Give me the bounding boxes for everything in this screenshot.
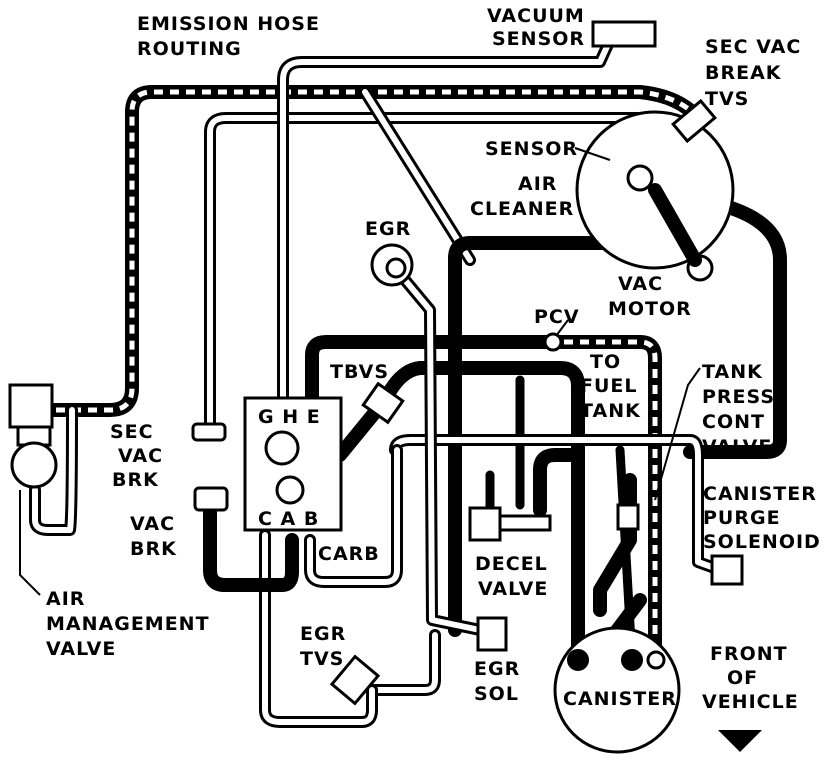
hose-carb-inner bbox=[307, 447, 400, 585]
hose-egr bbox=[399, 274, 486, 636]
hose-diagonal-inner bbox=[362, 89, 473, 263]
canister-purge-solenoid-part bbox=[710, 554, 744, 586]
canister-port-2 bbox=[621, 649, 643, 671]
air-mgmt-leader bbox=[19, 490, 41, 596]
sec-vac-brk-label-1: SEC bbox=[110, 421, 154, 443]
tank-press-leader bbox=[654, 367, 701, 501]
diagram-title-line2: ROUTING bbox=[137, 38, 242, 60]
tank-press-label-3: CONT bbox=[702, 411, 765, 433]
egr-label: EGR bbox=[365, 218, 411, 240]
egr-tvs-label-1: EGR bbox=[300, 623, 346, 645]
decel-valve-bar bbox=[498, 514, 552, 532]
hose-vac-brk bbox=[203, 503, 299, 592]
tank-press-label-1: TANK bbox=[702, 361, 763, 383]
air-cleaner-link bbox=[648, 183, 702, 267]
sec-vac-brk-label-3: BRK bbox=[112, 469, 159, 491]
ghe-label: G H E bbox=[258, 406, 321, 428]
canister-label: CANISTER bbox=[563, 688, 677, 710]
sensor-dot bbox=[626, 164, 654, 192]
air-management-label-3: VALVE bbox=[46, 638, 116, 660]
decel-valve-label-2: VALVE bbox=[478, 578, 548, 600]
hose-egr-tvs bbox=[369, 629, 441, 696]
sec-vac-brk-label-2: VAC bbox=[118, 445, 163, 467]
sec-vac-break-tvs-label-1: SEC VAC bbox=[705, 36, 801, 58]
canister-port-1 bbox=[567, 649, 589, 671]
hose-tbvs bbox=[333, 361, 585, 662]
vac-brk-label-1: VAC bbox=[130, 513, 175, 535]
hose-sec-vac-brk-inner bbox=[207, 115, 663, 435]
egr-sol-part bbox=[476, 616, 508, 652]
labels: EMISSION HOSE ROUTING VACUUM SENSOR SEC … bbox=[46, 5, 821, 713]
front-arrow-icon bbox=[718, 730, 762, 752]
vac-motor-label-1: VAC bbox=[618, 273, 663, 295]
canister-purge-label-1: CANISTER bbox=[703, 483, 817, 505]
vacuum-sensor-label-1: VACUUM bbox=[487, 5, 585, 27]
air-cleaner-label-2: CLEANER bbox=[470, 198, 574, 220]
egr-sol-label-2: SOL bbox=[474, 683, 519, 705]
cab-label: C A B bbox=[258, 508, 319, 530]
canister-purge-label-2: PURGE bbox=[703, 507, 781, 529]
egr-sol-label-1: EGR bbox=[474, 658, 520, 680]
air-management-valve-top bbox=[8, 383, 54, 429]
sensor-label: SENSOR bbox=[485, 138, 578, 160]
sec-vac-break-tvs-label-3: TVS bbox=[705, 88, 749, 110]
decel-valve-label-1: DECEL bbox=[475, 553, 548, 575]
sec-vac-brk-fitting bbox=[191, 422, 227, 442]
sec-vac-break-tvs-part bbox=[671, 98, 717, 144]
pcv-valve-icon bbox=[543, 332, 563, 352]
hoses bbox=[29, 34, 787, 728]
hose-egr-inner bbox=[402, 277, 483, 633]
vacuum-sensor-box bbox=[591, 20, 657, 48]
front-of-vehicle-label-2: OF bbox=[727, 667, 758, 689]
tbvs-label: TBVS bbox=[330, 361, 389, 383]
to-fuel-tank-label-1: TO bbox=[590, 351, 621, 373]
front-of-vehicle-label-1: FRONT bbox=[710, 643, 788, 665]
to-fuel-tank-label-2: FUEL bbox=[580, 375, 638, 397]
pcv-label: PCV bbox=[534, 306, 580, 328]
hose-egr-tvs-inner bbox=[372, 632, 438, 693]
hose-air-cleaner-canister bbox=[448, 236, 642, 637]
hose-pcv bbox=[305, 335, 555, 472]
tbvs-fitting bbox=[361, 381, 405, 425]
hose-air-mgmt-lower-inner bbox=[32, 407, 75, 533]
air-management-label-1: AIR bbox=[46, 588, 85, 610]
hose-decel-b bbox=[533, 448, 577, 517]
tank-press-cont-valve-part bbox=[616, 503, 640, 531]
decel-valve-part bbox=[468, 506, 502, 542]
hose-vacuum-sensor-inner bbox=[280, 37, 613, 403]
canister-purge-label-3: SOLENOID bbox=[703, 531, 821, 553]
canister-port-3 bbox=[646, 650, 666, 670]
sec-vac-break-tvs-label-2: BREAK bbox=[705, 62, 782, 84]
air-management-valve-body bbox=[10, 441, 58, 489]
vac-brk-label-2: BRK bbox=[130, 538, 177, 560]
pcv-leader bbox=[555, 319, 569, 337]
air-management-label-2: MANAGEMENT bbox=[46, 613, 210, 635]
hose-air-management-top-stripe bbox=[40, 89, 702, 413]
diagram-title-line1: EMISSION HOSE bbox=[137, 13, 320, 35]
to-fuel-tank-label-3: TANK bbox=[580, 400, 641, 422]
vac-brk-fitting bbox=[193, 486, 229, 512]
tank-press-label-4: VALVE bbox=[702, 436, 772, 458]
egr-tvs-label-2: TVS bbox=[300, 648, 344, 670]
carb-port-g bbox=[264, 430, 300, 466]
hose-tank-press-leader bbox=[615, 445, 637, 665]
egr-valve-core bbox=[385, 257, 407, 279]
hose-air-cleaner-right bbox=[683, 193, 787, 459]
carb-port-c bbox=[275, 475, 305, 505]
air-cleaner-label-1: AIR bbox=[518, 173, 557, 195]
front-of-vehicle-label-3: VEHICLE bbox=[702, 691, 799, 713]
vac-motor-label-2: MOTOR bbox=[608, 298, 692, 320]
carb-junction-block bbox=[243, 396, 343, 532]
egr-tvs-part bbox=[329, 654, 381, 706]
hose-lower-loop-inner bbox=[262, 532, 375, 725]
tank-press-label-2: PRESS bbox=[702, 386, 775, 408]
hose-pcv-dashed-stripe bbox=[548, 339, 658, 660]
sensor-leader bbox=[574, 147, 611, 161]
vacuum-sensor-label-2: SENSOR bbox=[492, 28, 585, 50]
carb-label: CARB bbox=[318, 543, 380, 565]
